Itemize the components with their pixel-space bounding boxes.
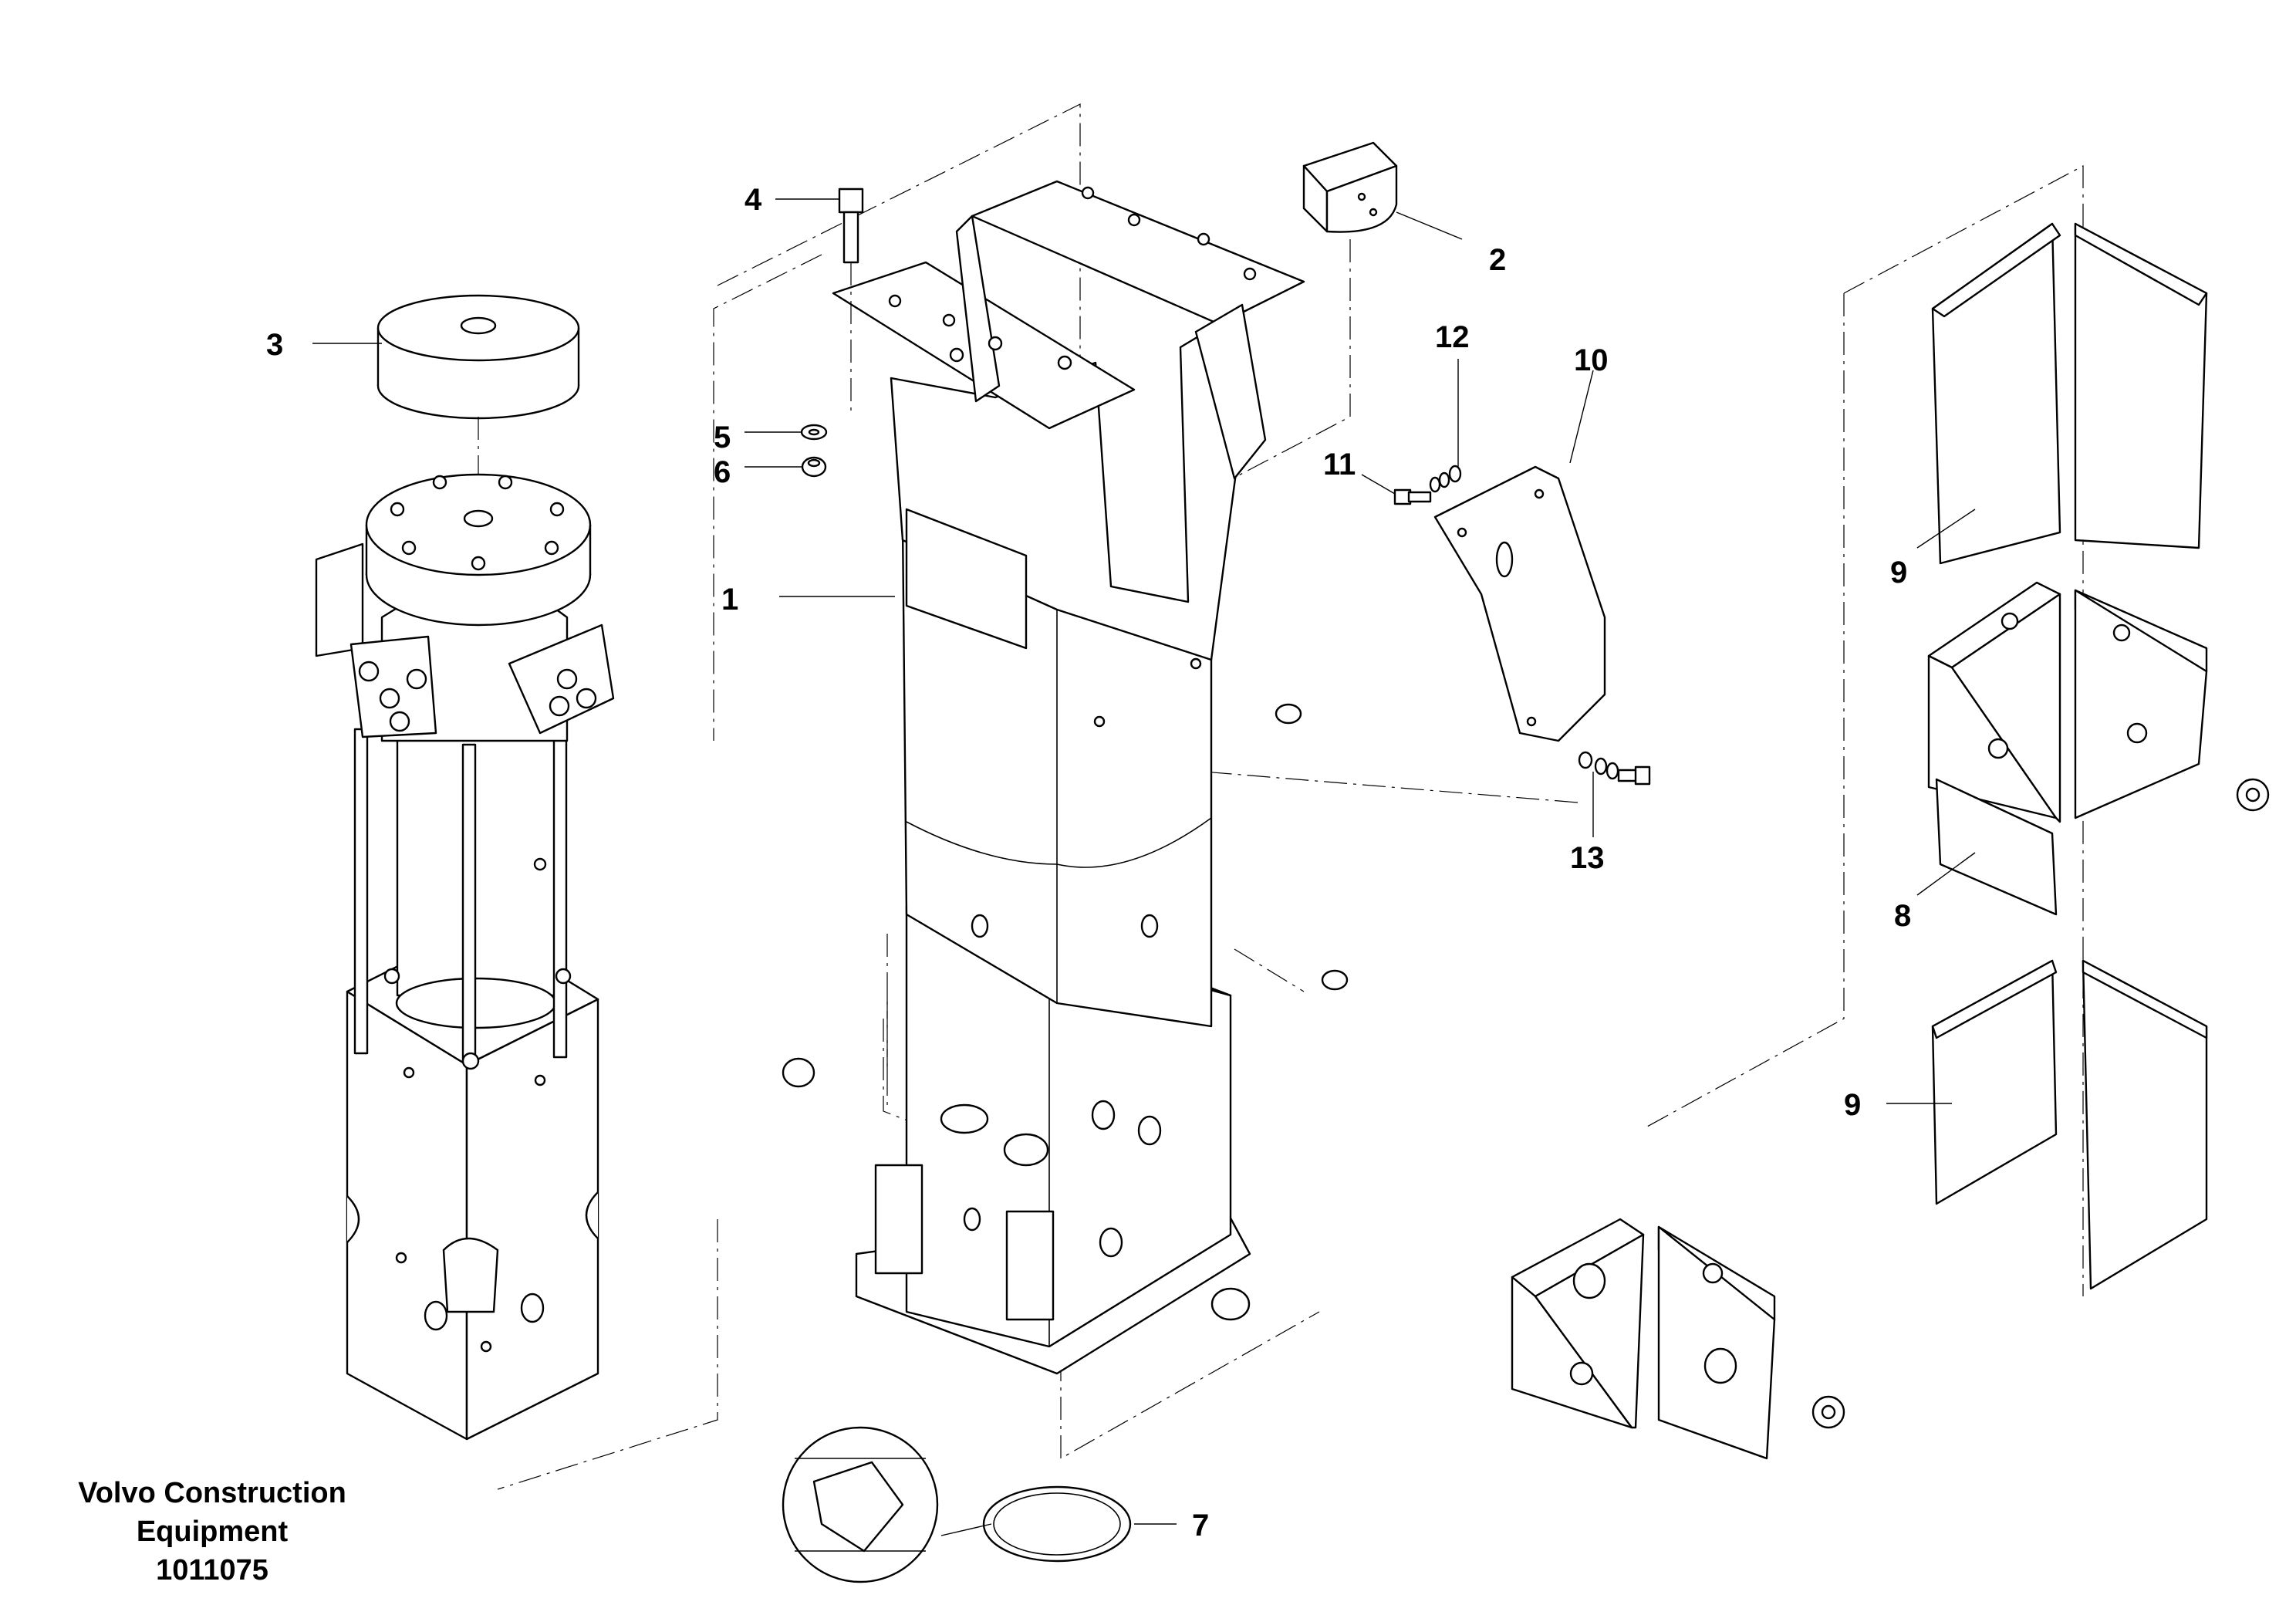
callout-labels: 1 2 3 4 5 6 7 8 9 9 10 11 12 13	[266, 183, 1911, 1543]
credit-line-number: 1011075	[156, 1554, 268, 1587]
leader-lines	[312, 198, 1976, 1536]
hydraulic-cylinder-assembly	[315, 473, 615, 1441]
callout-3: 3	[266, 328, 283, 362]
guide-blocks-middle	[1927, 581, 2270, 823]
callout-4: 4	[745, 183, 762, 217]
guide-blocks-lower	[1511, 1218, 1845, 1460]
callout-2: 2	[1489, 243, 1506, 277]
part-5-washer	[800, 424, 828, 441]
part-7-seal	[782, 1426, 1132, 1583]
callout-8: 8	[1894, 899, 1911, 933]
callout-11: 11	[1323, 448, 1356, 482]
callout-6: 6	[714, 455, 731, 489]
part-9-plates-upper	[1931, 222, 2208, 565]
part-6-nut	[801, 456, 827, 478]
part-12-washers	[1429, 465, 1462, 493]
callout-9-lower: 9	[1844, 1088, 1861, 1122]
callout-12: 12	[1435, 320, 1470, 354]
part-8-plate	[1935, 778, 2058, 916]
part-9-plates-lower	[1931, 959, 2208, 1290]
callout-13: 13	[1570, 841, 1605, 875]
part-13-washers-bolt	[1578, 751, 1651, 786]
callout-7: 7	[1192, 1509, 1209, 1543]
callout-1: 1	[721, 583, 738, 617]
part-2-block	[1302, 141, 1398, 233]
guide-lines	[497, 103, 2084, 1490]
part-10-bracket	[1433, 465, 1606, 742]
part-3-cap	[376, 294, 580, 509]
callout-5: 5	[714, 421, 731, 454]
callout-10: 10	[1574, 343, 1609, 377]
part-11-bolt	[1393, 488, 1432, 505]
callout-9-upper: 9	[1890, 556, 1907, 590]
credit-line-company: Volvo Construction	[78, 1477, 346, 1509]
plugs	[782, 703, 1349, 1321]
part-4-bolt	[838, 188, 864, 413]
part-1-housing	[832, 180, 1305, 1375]
publisher-credit: Volvo Construction Equipment 1011075	[31, 1474, 393, 1590]
credit-line-division: Equipment	[136, 1516, 289, 1548]
